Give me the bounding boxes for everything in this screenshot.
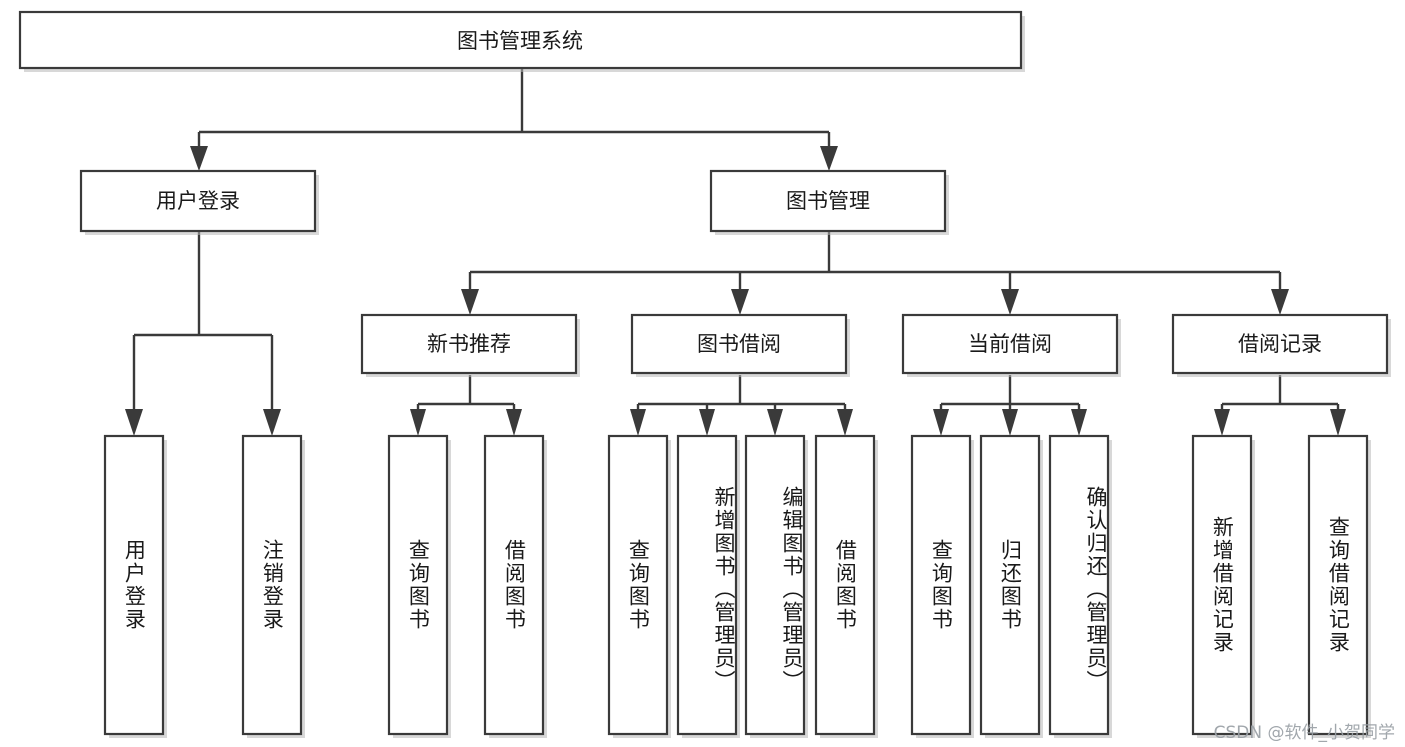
node-user-login-label: 用户登录 xyxy=(156,189,240,213)
node-borrow-record-box[interactable] xyxy=(1171,313,1389,375)
arrowhead-leaf-query-record xyxy=(1330,409,1346,436)
node-leaf-query-book-a-box[interactable] xyxy=(387,434,449,736)
node-leaf-borrow-book-a-box[interactable] xyxy=(483,434,545,736)
node-leaf-user-login-box[interactable] xyxy=(103,434,165,736)
node-user-login-box[interactable] xyxy=(79,169,317,233)
node-leaf-return-book-box[interactable] xyxy=(979,434,1041,736)
node-layer: 图书管理系统 用户登录 图书管理 新书推荐 图书借阅 当前借阅 借阅记录 xyxy=(18,10,1391,738)
node-root-label: 图书管理系统 xyxy=(457,29,583,53)
node-leaf-borrow-book-b-box[interactable] xyxy=(814,434,876,736)
arrowhead-leaf-return-book xyxy=(1002,409,1018,436)
node-new-book-box[interactable] xyxy=(360,313,578,375)
connector-layer xyxy=(125,68,1346,436)
arrowhead-user-login xyxy=(190,146,208,171)
node-current-borrow-box[interactable] xyxy=(901,313,1119,375)
node-book-management-label: 图书管理 xyxy=(786,189,870,213)
node-leaf-query-record-box[interactable] xyxy=(1307,434,1369,736)
node-root-box[interactable] xyxy=(18,10,1023,70)
node-book-borrow-label: 图书借阅 xyxy=(697,332,781,356)
arrowhead-leaf-query-book-a xyxy=(410,409,426,436)
csdn-watermark: CSDN @软件_小贺同学 xyxy=(1213,723,1395,743)
node-leaf-confirm-return-box[interactable] xyxy=(1048,434,1110,736)
arrowhead-leaf-borrow-book-a xyxy=(506,409,522,436)
node-leaf-logout-box[interactable] xyxy=(241,434,303,736)
arrowhead-leaf-confirm-return xyxy=(1071,409,1087,436)
node-leaf-add-book-box[interactable] xyxy=(676,434,738,736)
arrowhead-book-borrow xyxy=(731,289,749,315)
arrowhead-leaf-edit-book xyxy=(767,409,783,436)
arrowhead-current-borrow xyxy=(1001,289,1019,315)
arrowhead-leaf-add-book xyxy=(699,409,715,436)
node-leaf-add-record-box[interactable] xyxy=(1191,434,1253,736)
arrowhead-new-book xyxy=(461,289,479,315)
node-current-borrow-label: 当前借阅 xyxy=(968,332,1052,356)
node-borrow-record-label: 借阅记录 xyxy=(1238,332,1322,356)
arrowhead-leaf-query-book-c xyxy=(933,409,949,436)
arrowhead-borrow-record xyxy=(1271,289,1289,315)
arrowhead-leaf-logout xyxy=(263,409,281,436)
node-leaf-query-book-c-box[interactable] xyxy=(910,434,972,736)
arrowhead-leaf-add-record xyxy=(1214,409,1230,436)
node-new-book-label: 新书推荐 xyxy=(427,332,511,356)
arrowhead-leaf-borrow-book-b xyxy=(837,409,853,436)
arrowhead-leaf-user-login xyxy=(125,409,143,436)
arrowhead-leaf-query-book-b xyxy=(630,409,646,436)
node-leaf-query-book-b-box[interactable] xyxy=(607,434,669,736)
node-leaf-edit-book-box[interactable] xyxy=(744,434,806,736)
node-book-management-box[interactable] xyxy=(709,169,947,233)
arrowhead-book-mgmt xyxy=(820,146,838,171)
node-book-borrow-box[interactable] xyxy=(630,313,848,375)
